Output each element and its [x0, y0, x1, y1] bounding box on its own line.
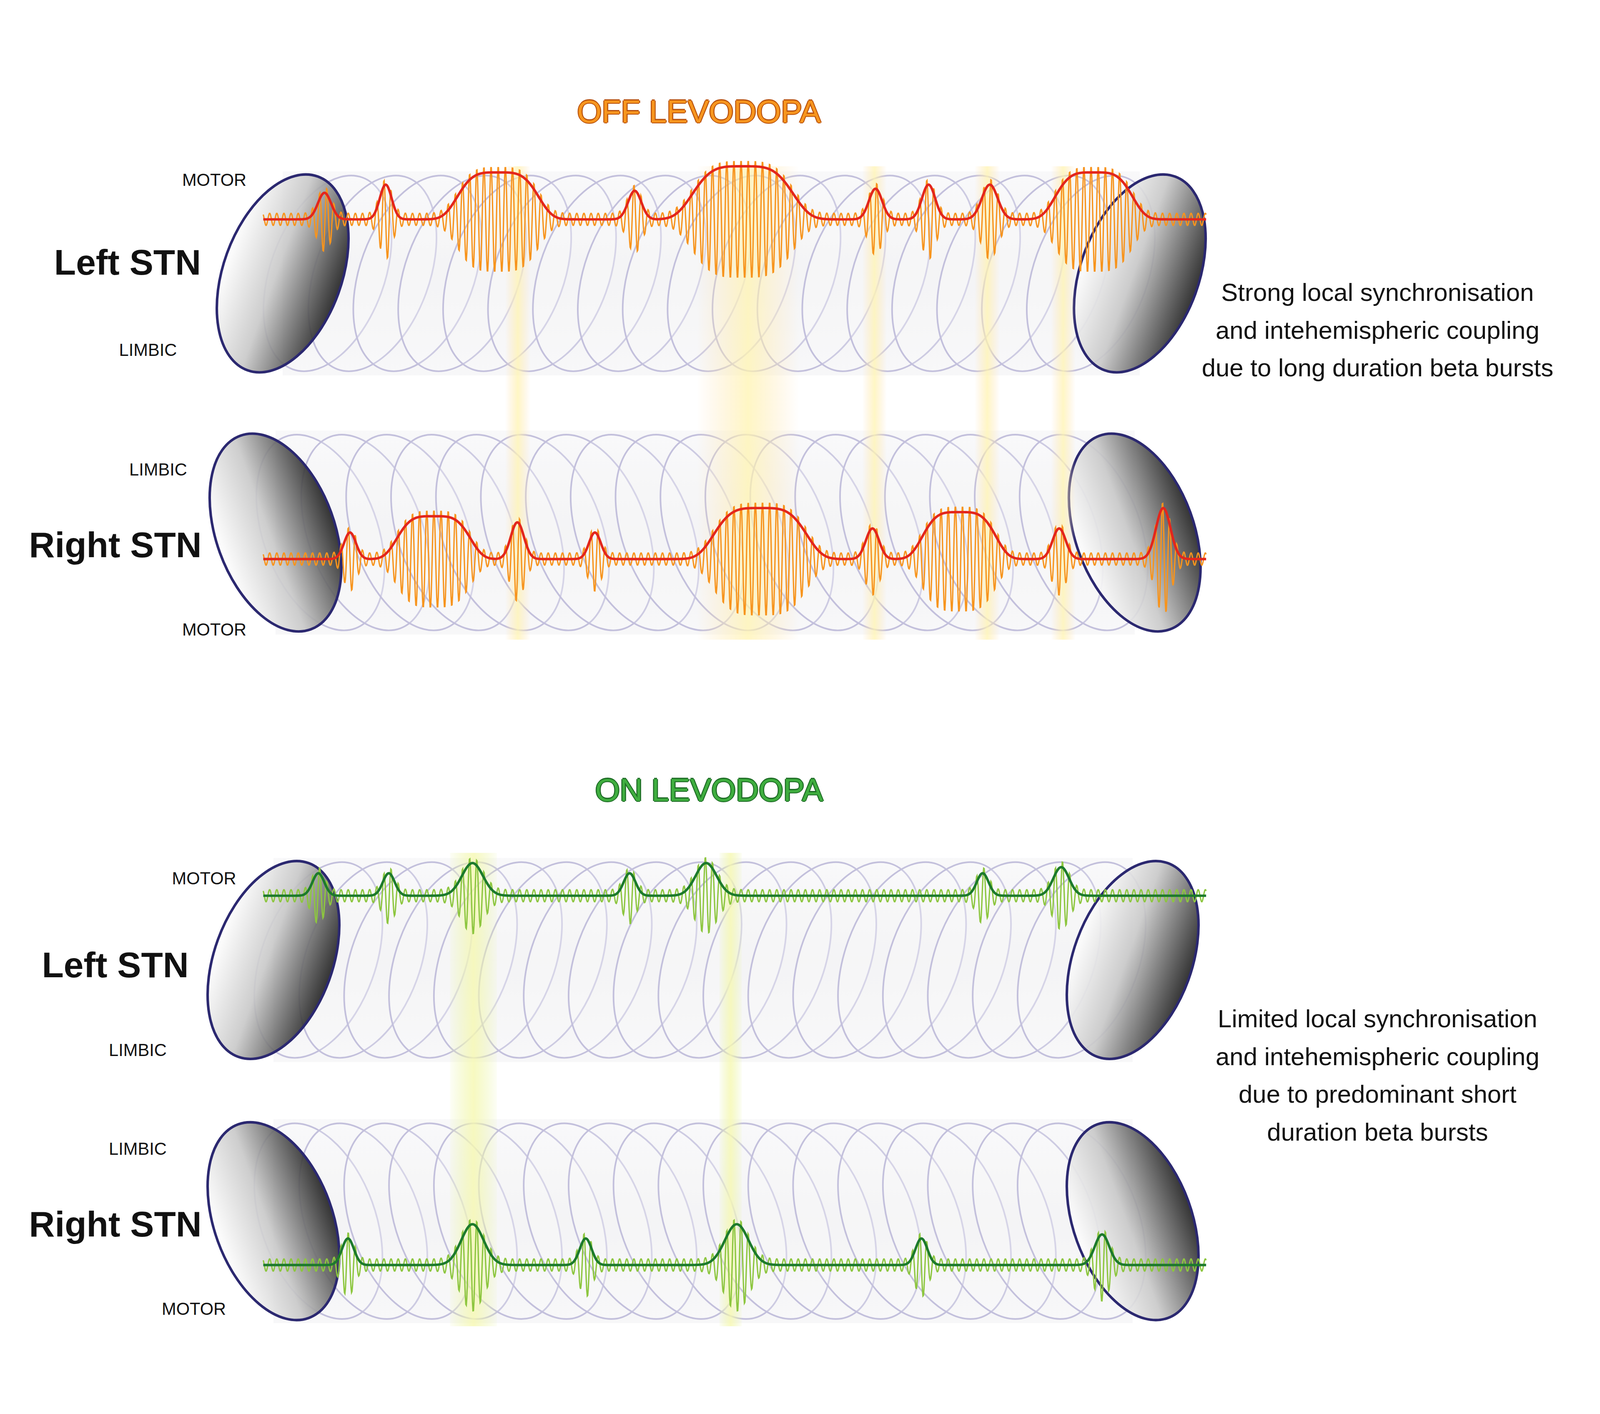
nucleus-name: Left STN: [54, 241, 201, 283]
region-label: LIMBIC: [129, 460, 188, 481]
stn-nucleus: MOTOR Left STN LIMBIC: [0, 851, 1225, 1071]
nucleus-name: Right STN: [29, 1204, 202, 1246]
beta-oscillation: [263, 1220, 1207, 1312]
region-label: LIMBIC: [119, 341, 178, 362]
stn-cylinder: [182, 1104, 1224, 1339]
stn-cylinder: [182, 843, 1224, 1078]
condition-heading: ON LEVODOPA: [595, 772, 824, 810]
coupling-band: [719, 853, 743, 1327]
burst-envelope: [263, 166, 1207, 220]
beta-oscillation: [263, 161, 1207, 278]
burst-envelope: [263, 508, 1207, 560]
region-label: LIMBIC: [108, 1040, 167, 1062]
region-label: MOTOR: [161, 1300, 226, 1321]
burst-envelope: [263, 1224, 1207, 1266]
burst-envelope: [263, 863, 1207, 896]
note-text: Limited local synchronisation and intehe…: [1198, 1000, 1557, 1152]
region-label: MOTOR: [182, 620, 247, 641]
region-label: MOTOR: [171, 869, 236, 891]
nucleus-cap: [191, 156, 374, 391]
nucleus-cap: [184, 415, 367, 650]
nucleus-cap: [1041, 1104, 1224, 1339]
region-label: LIMBIC: [108, 1139, 167, 1161]
stn-nucleus: LIMBIC Right STN MOTOR: [0, 422, 1225, 642]
beta-oscillation: [263, 858, 1207, 934]
nucleus-name: Right STN: [29, 524, 202, 566]
note-text: Strong local synchronisation and intehem…: [1198, 273, 1557, 387]
condition-heading: OFF LEVODOPA: [576, 93, 821, 131]
beta-oscillation: [263, 503, 1207, 615]
nucleus-name: Left STN: [41, 945, 189, 986]
coupling-band: [697, 166, 800, 640]
stn-nucleus: MOTOR Left STN LIMBIC: [0, 163, 1225, 383]
region-label: MOTOR: [182, 170, 247, 191]
stn-nucleus: LIMBIC Right STN MOTOR: [0, 1112, 1225, 1332]
